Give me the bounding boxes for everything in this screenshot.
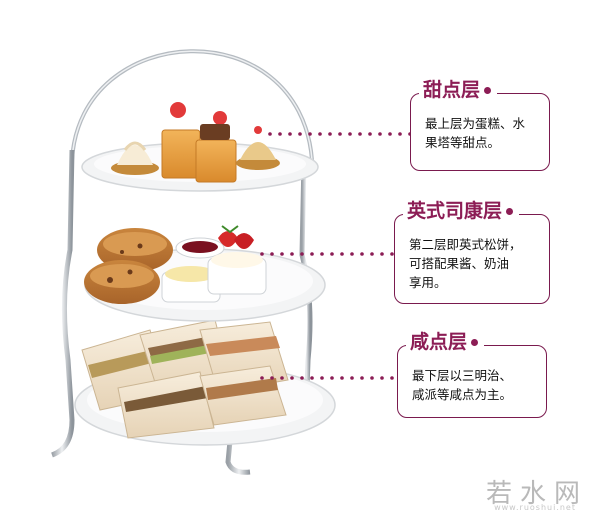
callout-savory-line: 最下层以三明治、 [412,368,513,383]
watermark-logo: 若水网 [485,479,588,509]
callout-scone-line: 第二层即英式松饼， [409,237,522,252]
title-dot-icon [506,208,514,215]
callout-scone-title: 英式司康层 [403,199,520,223]
stand-frame-right [225,159,313,475]
callout-dessert-title: 甜点层 [419,78,498,102]
sandwiches [81,319,289,439]
callout-savory-title: 咸点层 [406,330,485,354]
title-dot-icon [484,87,492,94]
scones [84,228,173,304]
callout-scone-body: 第二层即英式松饼， 可搭配果酱、奶油 享用。 [409,235,539,292]
cakes-and-tarts [111,102,280,183]
callout-dessert-line: 最上层为蛋糕、水 [425,116,526,131]
strawberries [218,225,254,249]
callout-scone-line: 可搭配果酱、奶油 [409,256,510,271]
callout-dessert-body: 最上层为蛋糕、水 果塔等甜点。 [425,114,539,152]
pointer-dessert [268,132,412,136]
callout-scone-tier: 英式司康层 第二层即英式松饼， 可搭配果酱、奶油 享用。 [394,199,550,304]
callout-scone-line: 享用。 [409,275,447,290]
callout-dessert-line: 果塔等甜点。 [425,135,501,150]
pointer-savory [260,376,394,380]
callout-scone-title-text: 英式司康层 [407,200,503,222]
cream-and-jam-dishes [161,237,267,303]
stand-handle [70,49,314,161]
pointer-lines [260,132,412,380]
stand-frame-left [51,149,75,458]
callout-savory-body: 最下层以三明治、 咸派等咸点为主。 [412,366,536,404]
callout-dessert-tier: 甜点层 最上层为蛋糕、水 果塔等甜点。 [410,78,550,171]
watermark-url: www.ruoshui.net [494,503,576,512]
callout-savory-title-text: 咸点层 [410,331,468,353]
callout-savory-line: 咸派等咸点为主。 [412,387,513,402]
callout-savory-tier: 咸点层 最下层以三明治、 咸派等咸点为主。 [397,330,547,418]
callout-dessert-title-text: 甜点层 [423,79,481,101]
title-dot-icon [471,339,479,346]
pointer-scone [260,252,394,256]
